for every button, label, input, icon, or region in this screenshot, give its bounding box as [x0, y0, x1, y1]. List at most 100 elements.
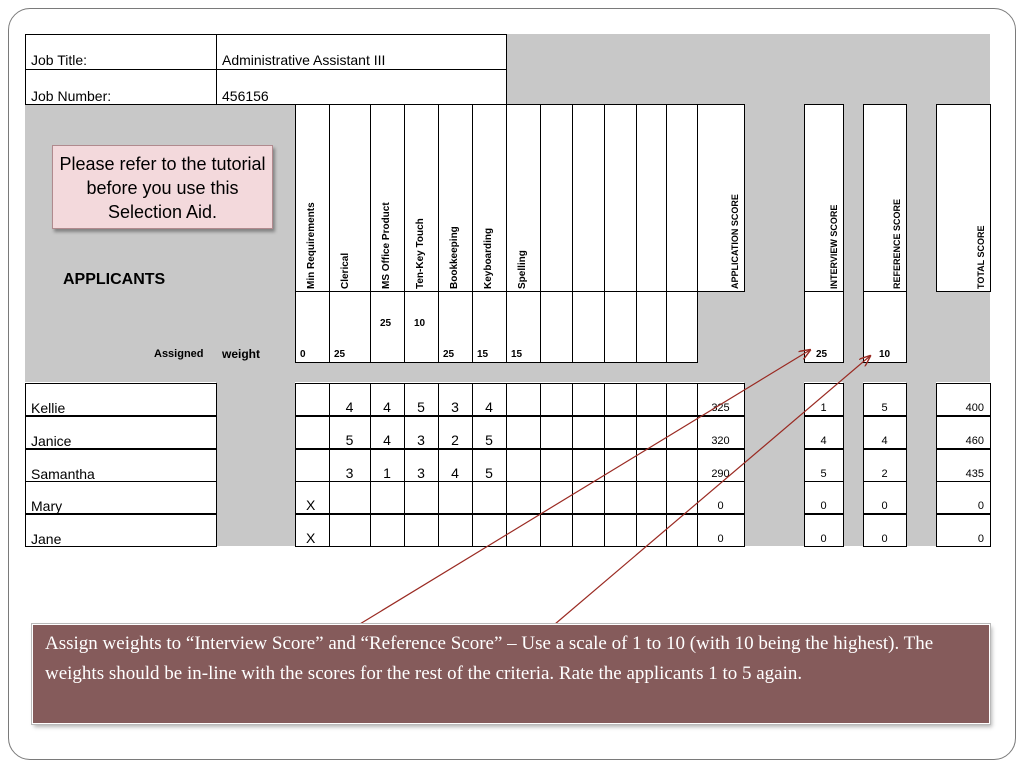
applicant-interview-cell[interactable] [804, 514, 844, 547]
criteria-weight-cell[interactable] [666, 291, 698, 363]
tutorial-callout: Please refer to the tutorial before you … [52, 145, 273, 229]
criteria-weight-cell[interactable] [329, 291, 371, 363]
applicant-score-cell[interactable] [329, 481, 371, 514]
applicant-score-cell[interactable] [604, 514, 637, 547]
criteria-weight: 10 [414, 318, 426, 329]
applicant-total-cell[interactable] [936, 383, 991, 416]
applicant-application-cell[interactable] [697, 449, 745, 482]
criteria-score: 5 [485, 465, 493, 481]
applicant-score-cell[interactable] [540, 416, 573, 449]
applicant-interview-cell[interactable] [804, 481, 844, 514]
applicant-reference-cell[interactable] [863, 481, 907, 514]
criteria-weight: 25 [380, 318, 392, 329]
applicant-score-cell[interactable] [329, 383, 371, 416]
job-number-label-cell [25, 69, 217, 105]
applicant-score-cell[interactable] [295, 383, 330, 416]
arrow-to-reference-weight [547, 356, 870, 631]
applicant-score-cell[interactable] [666, 481, 698, 514]
criteria-header-cell [636, 104, 667, 292]
applicant-name: Jane [31, 531, 62, 547]
applicant-gap-2 [744, 382, 804, 546]
applicant-score-cell[interactable] [666, 383, 698, 416]
applicant-score-cell[interactable] [329, 416, 371, 449]
applicant-score-cell[interactable] [404, 416, 439, 449]
applicant-score-cell[interactable] [604, 383, 637, 416]
applicant-reference-cell[interactable] [863, 449, 907, 482]
instruction-banner: Assign weights to “Interview Score” and … [31, 623, 991, 725]
applicant-score-cell[interactable] [540, 383, 573, 416]
criteria-weight-cell[interactable] [370, 291, 405, 363]
applicant-score-cell[interactable] [472, 383, 507, 416]
job-title-value-cell[interactable] [216, 34, 507, 70]
applicant-interview-cell[interactable] [804, 383, 844, 416]
criteria-weight-cell[interactable] [636, 291, 667, 363]
applicant-total-cell[interactable] [936, 416, 991, 449]
applicant-total-cell[interactable] [936, 481, 991, 514]
applicant-score-cell[interactable] [404, 449, 439, 482]
criteria-weight-cell[interactable] [472, 291, 507, 363]
applicant-name-cell[interactable] [25, 383, 217, 416]
applicant-application-cell[interactable] [697, 383, 745, 416]
job-number-value: 456156 [222, 88, 269, 104]
applicant-application-score: 325 [711, 402, 730, 414]
applicant-score-cell[interactable] [604, 481, 637, 514]
applicant-reference-cell[interactable] [863, 383, 907, 416]
applicant-reference-cell[interactable] [863, 416, 907, 449]
applicant-application-cell[interactable] [697, 481, 745, 514]
applicant-score-cell[interactable] [472, 514, 507, 547]
applicant-score-cell[interactable] [370, 449, 405, 482]
job-number-value-cell[interactable] [216, 69, 507, 105]
applicant-name-cell[interactable] [25, 481, 217, 514]
criteria-score: 3 [345, 465, 354, 481]
weight-label: weight [222, 347, 260, 361]
score-header-cell-interview [804, 104, 844, 292]
applicant-score-cell[interactable] [636, 481, 667, 514]
applicant-application-cell[interactable] [697, 416, 745, 449]
applicant-score-cell[interactable] [370, 514, 405, 547]
applicant-application-cell[interactable] [697, 514, 745, 547]
applicant-interview-cell[interactable] [804, 416, 844, 449]
applicant-score-cell[interactable] [472, 481, 507, 514]
gap-gray-2 [843, 104, 863, 290]
criteria-score: 4 [383, 432, 391, 448]
applicant-name: Janice [31, 433, 72, 449]
applicant-name-cell[interactable] [25, 416, 217, 449]
applicant-score-cell[interactable] [404, 383, 439, 416]
score-weight-cell-reference[interactable] [863, 291, 907, 363]
applicant-score-cell[interactable] [666, 449, 698, 482]
applicant-interview-score: 0 [820, 533, 827, 545]
criteria-weight-cell[interactable] [572, 291, 605, 363]
applicant-name-cell[interactable] [25, 514, 217, 547]
applicant-score-cell[interactable] [370, 383, 405, 416]
applicant-score-cell[interactable] [604, 416, 637, 449]
applicant-score-cell[interactable] [438, 416, 473, 449]
criteria-weight-cell[interactable] [604, 291, 637, 363]
applicant-score-cell[interactable] [636, 416, 667, 449]
applicant-score-cell[interactable] [438, 383, 473, 416]
criteria-weight-cell[interactable] [295, 291, 330, 363]
applicant-application-score: 290 [711, 468, 730, 480]
applicant-total-cell[interactable] [936, 514, 991, 547]
criteria-weight: 25 [443, 349, 455, 360]
min-requirement-mark: X [306, 530, 316, 546]
min-requirement-mark: X [306, 497, 316, 513]
applicant-reference-score: 0 [881, 533, 888, 545]
applicant-reference-cell[interactable] [863, 514, 907, 547]
criteria-header-cell [370, 104, 405, 292]
applicant-score-cell[interactable] [636, 449, 667, 482]
applicant-score-cell[interactable] [506, 481, 541, 514]
applicant-score-cell[interactable] [295, 514, 330, 547]
applicant-score-cell[interactable] [438, 481, 473, 514]
applicant-score-cell[interactable] [370, 416, 405, 449]
criteria-score: 4 [383, 399, 391, 415]
applicant-name: Kellie [31, 400, 66, 416]
applicant-score-cell[interactable] [329, 514, 371, 547]
applicant-total-score: 460 [965, 435, 984, 447]
applicant-total-cell[interactable] [936, 449, 991, 482]
applicant-reference-score: 5 [881, 402, 888, 414]
applicant-score-cell[interactable] [540, 449, 573, 482]
score-header-cell-reference [863, 104, 907, 292]
applicant-score-cell[interactable] [506, 514, 541, 547]
applicant-score-cell[interactable] [572, 514, 605, 547]
applicant-score-cell[interactable] [666, 514, 698, 547]
